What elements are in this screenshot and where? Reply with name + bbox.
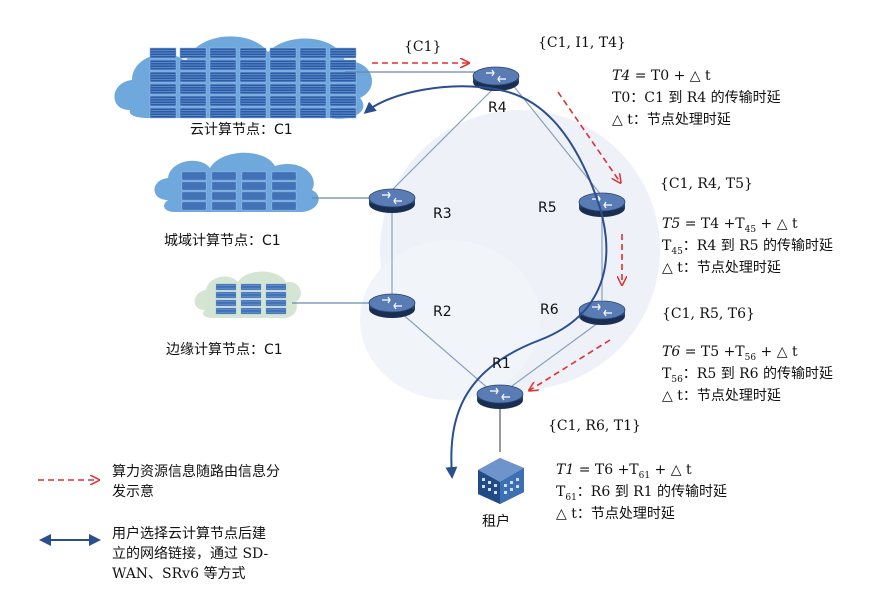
red-arrow-r4-r5 [557, 91, 620, 182]
message-c1: {C1} [404, 39, 442, 55]
formula-t5-delta: △ t：节点处理时延 [662, 260, 781, 276]
router-r6-icon [578, 300, 626, 325]
formula-t1: T1 = T6 +T61 + △ t [556, 462, 692, 481]
router-r1-icon [476, 384, 524, 409]
formula-t6-delta: △ t：节点处理时延 [662, 388, 781, 404]
formula-t1-desc: T61：R6 到 R1 的传输时延 [556, 484, 728, 503]
cloud-metro-label: 城域计算节点：C1 [164, 233, 281, 249]
router-r4-icon [472, 66, 520, 91]
legend-blue-text: 用户选择云计算节点后建 立的网络链接，通过 SD- WAN、SRv6 等方式 [112, 526, 269, 582]
red-arrow-r6-r1 [530, 339, 611, 390]
router-r4-label: R4 [488, 100, 507, 116]
router-r6-label: R6 [540, 302, 559, 318]
message-r4: {C1, I1, T4} [538, 35, 626, 51]
formula-t6: T6 = T5 +T56 + △ t [662, 344, 798, 363]
formula-t5: T5 = T4 +T45 + △ t [662, 216, 798, 235]
router-r3-label: R3 [433, 206, 452, 222]
formula-t4: T4 = T0 + △ t [612, 68, 711, 84]
router-r2-icon [368, 293, 416, 318]
router-r2-label: R2 [433, 304, 452, 320]
tenant-building-icon [478, 458, 524, 504]
cloud-edge-icon [194, 271, 301, 319]
formula-t4-desc: T0：C1 到 R4 的传输时延 [612, 90, 781, 106]
router-r5-icon [578, 192, 626, 217]
server-racks-icon [181, 171, 297, 211]
formula-t1-delta: △ t：节点处理时延 [556, 506, 675, 522]
cloud-edge-label: 边缘计算节点：C1 [166, 342, 283, 358]
formula-t5-desc: T45：R4 到 R5 的传输时延 [662, 238, 834, 257]
router-r3-icon [368, 188, 416, 213]
server-racks-icon [149, 47, 357, 119]
legend-red-text: 算力资源信息随路由信息分 发示意 [112, 464, 280, 500]
server-racks-icon [215, 283, 287, 315]
user-connection-arrow [363, 85, 608, 479]
message-r6: {C1, R5, T6} [662, 306, 755, 322]
formula-t6-desc: T56：R5 到 R6 的传输时延 [662, 366, 834, 385]
tenant-label: 租户 [482, 514, 510, 530]
formula-t4-delta: △ t：节点处理时延 [612, 112, 731, 128]
cloud-center-label: 云计算节点：C1 [190, 122, 293, 138]
link-r4-r5 [511, 83, 603, 197]
info-distribution-arrows [372, 63, 622, 390]
router-r1-label: R1 [492, 356, 511, 372]
legend-glyphs [38, 480, 101, 546]
cloud-center-icon [114, 36, 373, 119]
cloud-metro-icon [154, 152, 319, 212]
link-r6-r1 [511, 319, 603, 387]
message-r5: {C1, R4, T5} [660, 176, 753, 192]
router-r5-label: R5 [538, 200, 557, 216]
message-r1: {C1, R6, T1} [548, 418, 641, 434]
